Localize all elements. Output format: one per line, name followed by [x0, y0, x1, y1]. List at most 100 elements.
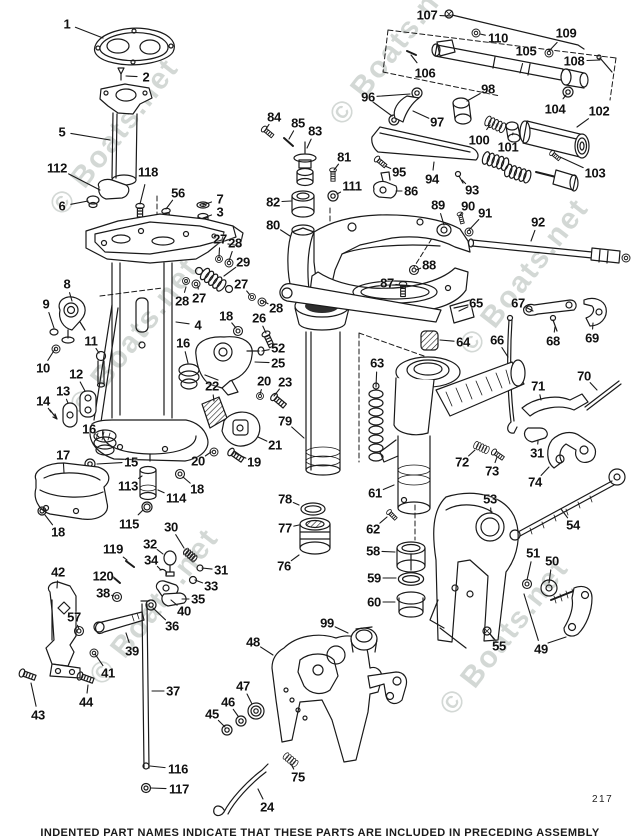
leader-line-24	[258, 789, 263, 799]
leader-line-114	[158, 490, 164, 493]
leader-line-74	[541, 467, 549, 475]
leader-line-18-top	[232, 323, 236, 328]
leader-line-95	[385, 166, 391, 168]
leader-line-70	[590, 383, 597, 390]
tilt-lock-links-67-69	[524, 298, 607, 331]
tube-gasket-112	[98, 179, 128, 199]
leader-line-118	[140, 185, 145, 204]
leader-line-43	[31, 683, 36, 706]
leader-line-25	[255, 362, 269, 363]
leader-line-94	[433, 162, 434, 170]
footer-note: INDENTED PART NAMES INDICATE THAT THESE …	[0, 827, 640, 839]
leader-line-57	[77, 625, 79, 629]
leader-line-51	[527, 562, 531, 580]
leader-line-72	[469, 450, 475, 456]
leader-line-109	[549, 42, 557, 51]
pivot-bushings-58-60	[397, 542, 425, 617]
fasteners-45-47	[222, 703, 264, 735]
screw-2	[118, 68, 124, 80]
exhaust-housing-4	[90, 263, 208, 461]
spring-75-rod-24	[214, 752, 299, 816]
page-number: 217	[592, 794, 613, 805]
leader-line-18-lower-left	[45, 515, 53, 525]
leader-line-2	[126, 76, 137, 77]
water-intake-8	[50, 297, 85, 353]
leader-line-66	[502, 348, 508, 357]
leader-line-46	[233, 709, 238, 716]
leader-line-29	[224, 267, 236, 276]
leader-line-98	[467, 93, 480, 101]
leader-line-103	[560, 157, 583, 168]
transom-bracket-48	[272, 635, 407, 762]
leader-line-56	[166, 200, 173, 209]
leader-line-108	[587, 60, 600, 61]
leader-line-106	[411, 55, 417, 63]
clamp-screw-54	[510, 469, 625, 540]
mount-pads-12-13	[50, 391, 96, 427]
leader-line-5	[71, 133, 110, 140]
leader-line-17	[63, 464, 64, 473]
tilt-link-96-97	[389, 88, 422, 125]
leader-line-91	[469, 220, 479, 230]
leader-line-48	[261, 647, 273, 655]
leader-line-76	[291, 555, 299, 561]
leader-line-18-mid	[183, 477, 190, 483]
leader-line-36	[153, 608, 165, 620]
leader-line-83	[307, 139, 311, 148]
leader-line-31c	[202, 568, 212, 569]
leader-line-80	[281, 230, 290, 236]
leader-line-64	[440, 340, 454, 341]
leader-line-73	[495, 457, 497, 463]
leader-line-extra	[548, 637, 566, 643]
tilt-tube-assembly	[407, 10, 612, 88]
leader-line-117	[151, 788, 166, 789]
leader-line-32	[157, 549, 163, 554]
leader-line-97	[413, 111, 429, 118]
leader-line-20a	[260, 390, 261, 394]
exhaust-housing-gasket	[95, 28, 175, 65]
leader-line-12	[80, 382, 85, 391]
leader-line-15	[97, 463, 122, 464]
spring-63	[369, 383, 383, 461]
exhaust-cup-77	[300, 518, 330, 554]
leader-line-27b	[247, 291, 250, 295]
damper-cylinder-113-114-115	[140, 467, 185, 513]
leader-line-112	[69, 174, 100, 190]
leader-line-21	[258, 437, 267, 441]
leader-line-4	[176, 322, 189, 324]
leader-line-99	[335, 627, 348, 633]
leader-line-10	[48, 349, 55, 360]
leader-line-68	[554, 327, 555, 332]
leader-line-27a	[219, 248, 220, 257]
leader-line-9	[49, 313, 54, 328]
stern-bracket-53	[430, 493, 518, 648]
leader-line-28c	[184, 287, 186, 292]
leader-line-extra	[373, 102, 392, 116]
leader-line-30	[176, 535, 184, 548]
leader-line-119	[123, 557, 127, 560]
leader-line-13	[66, 399, 68, 403]
leader-line-92	[531, 230, 535, 241]
tilt-lock-shaft-39	[94, 548, 203, 633]
leader-line-47	[247, 694, 252, 704]
leader-line-6	[71, 201, 88, 204]
leader-line-52	[262, 350, 269, 351]
leader-line-101	[512, 133, 513, 135]
leader-line-39	[126, 633, 129, 642]
shock-bushings-98-101	[453, 98, 520, 142]
leader-line-1	[75, 27, 103, 38]
leader-line-85	[289, 131, 294, 139]
leader-line-34	[157, 566, 161, 570]
leader-line-96	[377, 94, 410, 96]
reverse-lock-49-51	[523, 580, 593, 637]
leader-line-45	[218, 720, 225, 727]
inner-exhaust-tube-upper	[100, 84, 152, 185]
leader-line-116	[150, 766, 165, 768]
leader-line-62	[380, 517, 387, 523]
construction-lines	[100, 30, 616, 540]
leader-line-78	[293, 503, 299, 505]
leader-line-23	[274, 389, 279, 396]
leader-line-44	[87, 685, 88, 693]
